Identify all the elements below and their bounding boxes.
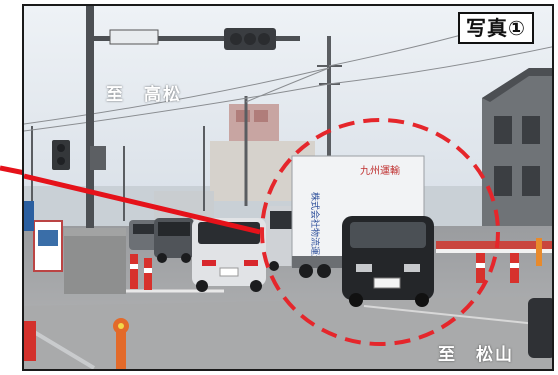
direction-label-takamatsu: 至 高松: [106, 85, 182, 105]
power-lines: [24, 25, 552, 132]
highlight-circle: [260, 118, 500, 346]
concrete-barrier: [64, 228, 126, 294]
truck-side-text: 株式会社物流運送: [309, 192, 321, 264]
vehicle-white-van: [266, 206, 298, 271]
pointer-line: [24, 173, 261, 235]
vehicle-edge-right: [528, 298, 552, 358]
photo-frame: 九州運輸 株式会社物流運送: [22, 4, 554, 371]
photo-number-badge: 写真①: [458, 12, 534, 44]
vehicle-white-minivan: [192, 218, 266, 292]
traffic-signal-mast: [52, 6, 300, 228]
truck-front-text: 九州運輸: [360, 164, 400, 177]
direction-label-matsuyama: 至 松山: [438, 345, 514, 365]
vehicle-gray-car: [154, 218, 194, 263]
traffic-cones-right: [436, 238, 552, 283]
vehicle-black-minivan: [342, 216, 434, 307]
right-building: [482, 68, 552, 246]
traffic-cones-left: [130, 254, 152, 290]
street-scene-photo: 九州運輸 株式会社物流運送: [24, 6, 552, 369]
foreground-bollard: [113, 318, 129, 369]
